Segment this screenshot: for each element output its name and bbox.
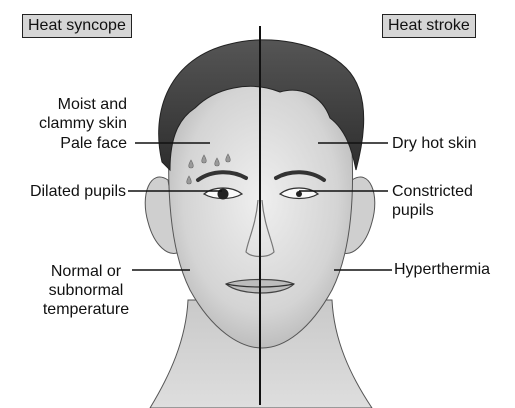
- label-hyperthermia: Hyperthermia: [394, 260, 490, 279]
- label-dilated-pupils: Dilated pupils: [30, 182, 126, 201]
- title-heat-syncope: Heat syncope: [22, 14, 132, 38]
- label-pale-face: Pale face: [60, 134, 127, 153]
- label-normal-temperature: Normal or subnormal temperature: [36, 262, 136, 319]
- label-dry-hot-skin: Dry hot skin: [392, 134, 476, 153]
- label-constricted-pupils: Constricted pupils: [392, 182, 473, 220]
- title-heat-stroke: Heat stroke: [382, 14, 476, 38]
- label-moist-skin: Moist and clammy skin: [39, 95, 127, 133]
